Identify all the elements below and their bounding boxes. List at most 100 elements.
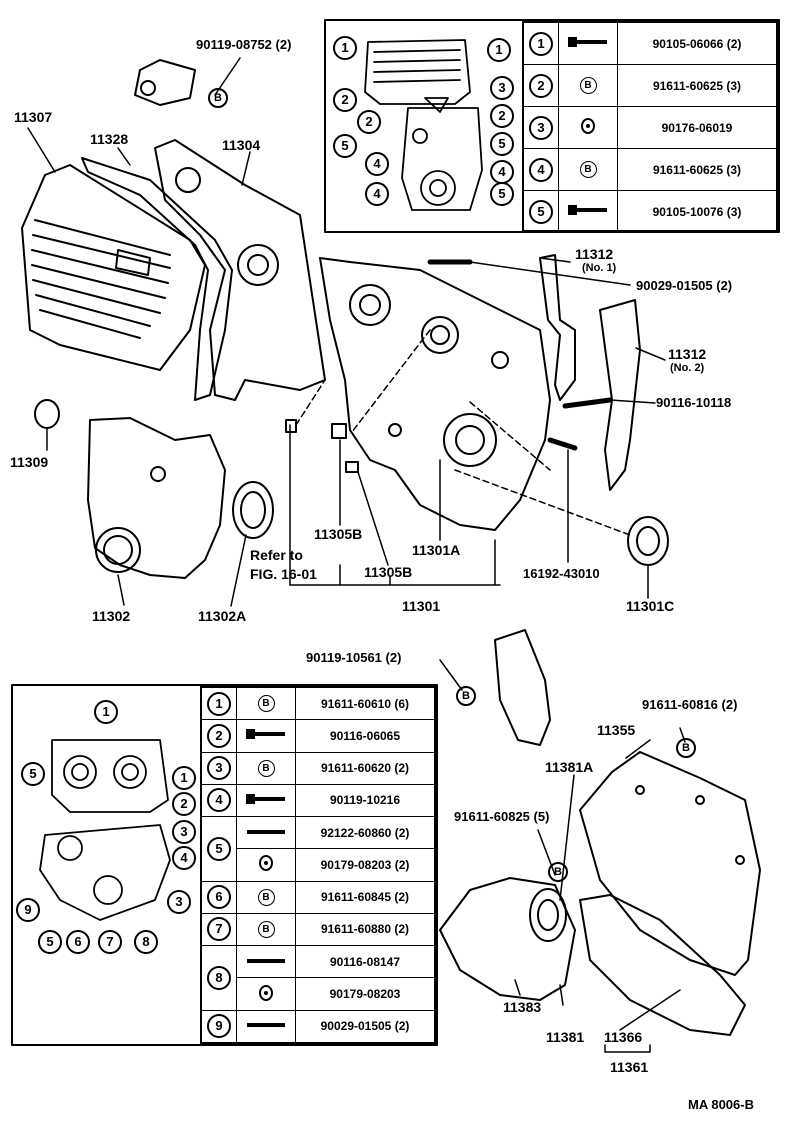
- part-number-cell: 91611-60610 (6): [295, 686, 435, 721]
- fastener-symbol-cell: [236, 783, 296, 818]
- row-number-cell: 2: [201, 719, 237, 753]
- bolt-icon: [246, 793, 285, 804]
- row-number: 4: [529, 157, 553, 182]
- top-callout-5b: 5: [490, 132, 514, 156]
- label-11301: 11301: [402, 598, 441, 614]
- bottom-callout-3a: 3: [172, 820, 196, 844]
- fastener-symbol-cell: B: [236, 686, 296, 721]
- label-11304: 11304: [222, 137, 261, 153]
- cover-11304: [154, 139, 326, 401]
- oil-seal-11301C: [627, 516, 669, 566]
- label-11307: 11307: [14, 109, 53, 125]
- row-number: 3: [207, 756, 231, 781]
- inset-cover-sketch: [364, 39, 483, 211]
- symbol-b-90119-10561: B: [456, 686, 476, 706]
- retainer-11381: [439, 877, 576, 1001]
- row-number-cell: 3: [523, 106, 559, 149]
- bottom-callout-4: 4: [172, 846, 196, 870]
- part-number-cell: 90116-08147: [295, 945, 435, 979]
- label-91611-60825: 91611-60825 (5): [454, 809, 550, 824]
- part-number-cell: 90116-06065: [295, 719, 435, 753]
- bottom-callout-9: 9: [16, 898, 40, 922]
- label-90029-01505: 90029-01505 (2): [636, 278, 733, 293]
- row-number: 2: [207, 723, 231, 748]
- oil-seal-11302A: [232, 481, 274, 539]
- label-11302: 11302: [92, 608, 131, 624]
- stud-icon: [247, 1023, 285, 1028]
- label-90119-08752: 90119-08752 (2): [196, 37, 292, 52]
- label-11381: 11381: [546, 1029, 585, 1045]
- label-11312-no2: 11312: [668, 346, 707, 362]
- part-number-cell: 90119-10216: [295, 783, 435, 818]
- bottom-callout-5a: 5: [21, 762, 45, 786]
- stud-icon: [247, 829, 285, 834]
- row-number: 7: [207, 917, 231, 942]
- part-number-cell: 90105-06066 (2): [617, 22, 777, 65]
- inset-plate-sketch: [39, 739, 171, 921]
- table-row: 9 90029-01505 (2): [201, 1009, 435, 1044]
- row-number-cell: 1: [523, 22, 559, 65]
- nut-icon: [259, 855, 273, 872]
- label-11312-no1: 11312: [575, 246, 614, 262]
- label-11381a: 11381A: [545, 759, 594, 775]
- bolt-icon: [568, 37, 607, 47]
- gasket-11328: [81, 157, 233, 401]
- part-number-cell: 90179-08203: [295, 977, 435, 1011]
- b-symbol-icon: B: [579, 77, 597, 94]
- b-symbol-icon: B: [257, 695, 275, 713]
- b-symbol-icon: B: [257, 759, 275, 777]
- top-callout-2c: 2: [490, 104, 514, 128]
- part-number-cell: 91611-60620 (2): [295, 751, 435, 785]
- table-row: 1 90105-06066 (2): [523, 22, 777, 65]
- bottom-callout-6: 6: [66, 930, 90, 954]
- fastener-symbol-cell: [236, 977, 296, 1011]
- fastener-symbol-cell: B: [558, 64, 618, 107]
- table-row: 2 90116-06065: [201, 719, 435, 753]
- bottom-callout-8: 8: [134, 930, 158, 954]
- top-callout-2a: 2: [333, 88, 357, 112]
- fastener-symbol-cell: [236, 816, 296, 850]
- row-number: 8: [207, 965, 231, 990]
- part-number-cell: 92122-60860 (2): [295, 816, 435, 850]
- bolt-icon: [568, 205, 607, 215]
- row-number-cell: 8: [201, 945, 237, 1011]
- top-callout-2b: 2: [357, 110, 381, 134]
- label-11301c: 11301C: [626, 598, 675, 614]
- b-symbol-icon: B: [257, 920, 275, 938]
- row-number: 2: [529, 73, 553, 98]
- part-number-cell: 91611-60845 (2): [295, 880, 435, 914]
- label-11305b-b: 11305B: [364, 564, 413, 580]
- fastener-symbol-cell: [558, 106, 618, 149]
- row-number-cell: 5: [523, 190, 559, 233]
- row-number-cell: 2: [523, 64, 559, 107]
- label-11302a: 11302A: [198, 608, 247, 624]
- table-row: 5 90105-10076 (3): [523, 190, 777, 233]
- row-number-cell: 9: [201, 1009, 237, 1044]
- label-11305b-a: 11305B: [314, 526, 363, 542]
- label-11312-no2-note: (No. 2): [670, 362, 705, 374]
- part-number-cell: 90176-06019: [617, 106, 777, 149]
- top-callout-4a: 4: [365, 152, 389, 176]
- label-11301a: 11301A: [412, 542, 461, 558]
- row-number: 1: [529, 31, 553, 56]
- label-fig-ref: FIG. 16-01: [250, 566, 317, 582]
- part-number-cell: 90029-01505 (2): [295, 1009, 435, 1044]
- plate-11312-no1: [539, 254, 576, 401]
- part-number-cell: 90105-10076 (3): [617, 190, 777, 233]
- bottom-callout-1: 1: [94, 700, 118, 724]
- nut-icon: [581, 118, 595, 134]
- nut-icon: [259, 984, 273, 1001]
- table-row: 90179-08203 (2): [202, 848, 435, 882]
- part-number-cell: 91611-60625 (3): [617, 148, 777, 191]
- figure-code: MA 8006-B: [688, 1097, 754, 1112]
- b-symbol-icon: B: [257, 888, 275, 906]
- fastener-symbol-cell: [558, 22, 618, 65]
- label-90119-10561: 90119-10561 (2): [306, 650, 402, 665]
